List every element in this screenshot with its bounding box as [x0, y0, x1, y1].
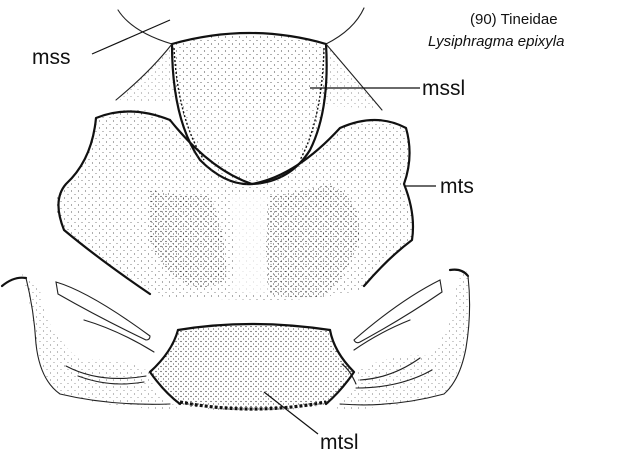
label-mtsl: mtsl [320, 431, 359, 454]
metascutellum [150, 324, 354, 410]
caption-species: Lysiphragma epixyla [428, 33, 564, 50]
label-mts: mts [440, 175, 474, 198]
label-mss: mss [32, 46, 71, 69]
label-mssl: mssl [422, 77, 465, 100]
caption-number: (90) Tineidae [470, 11, 558, 28]
